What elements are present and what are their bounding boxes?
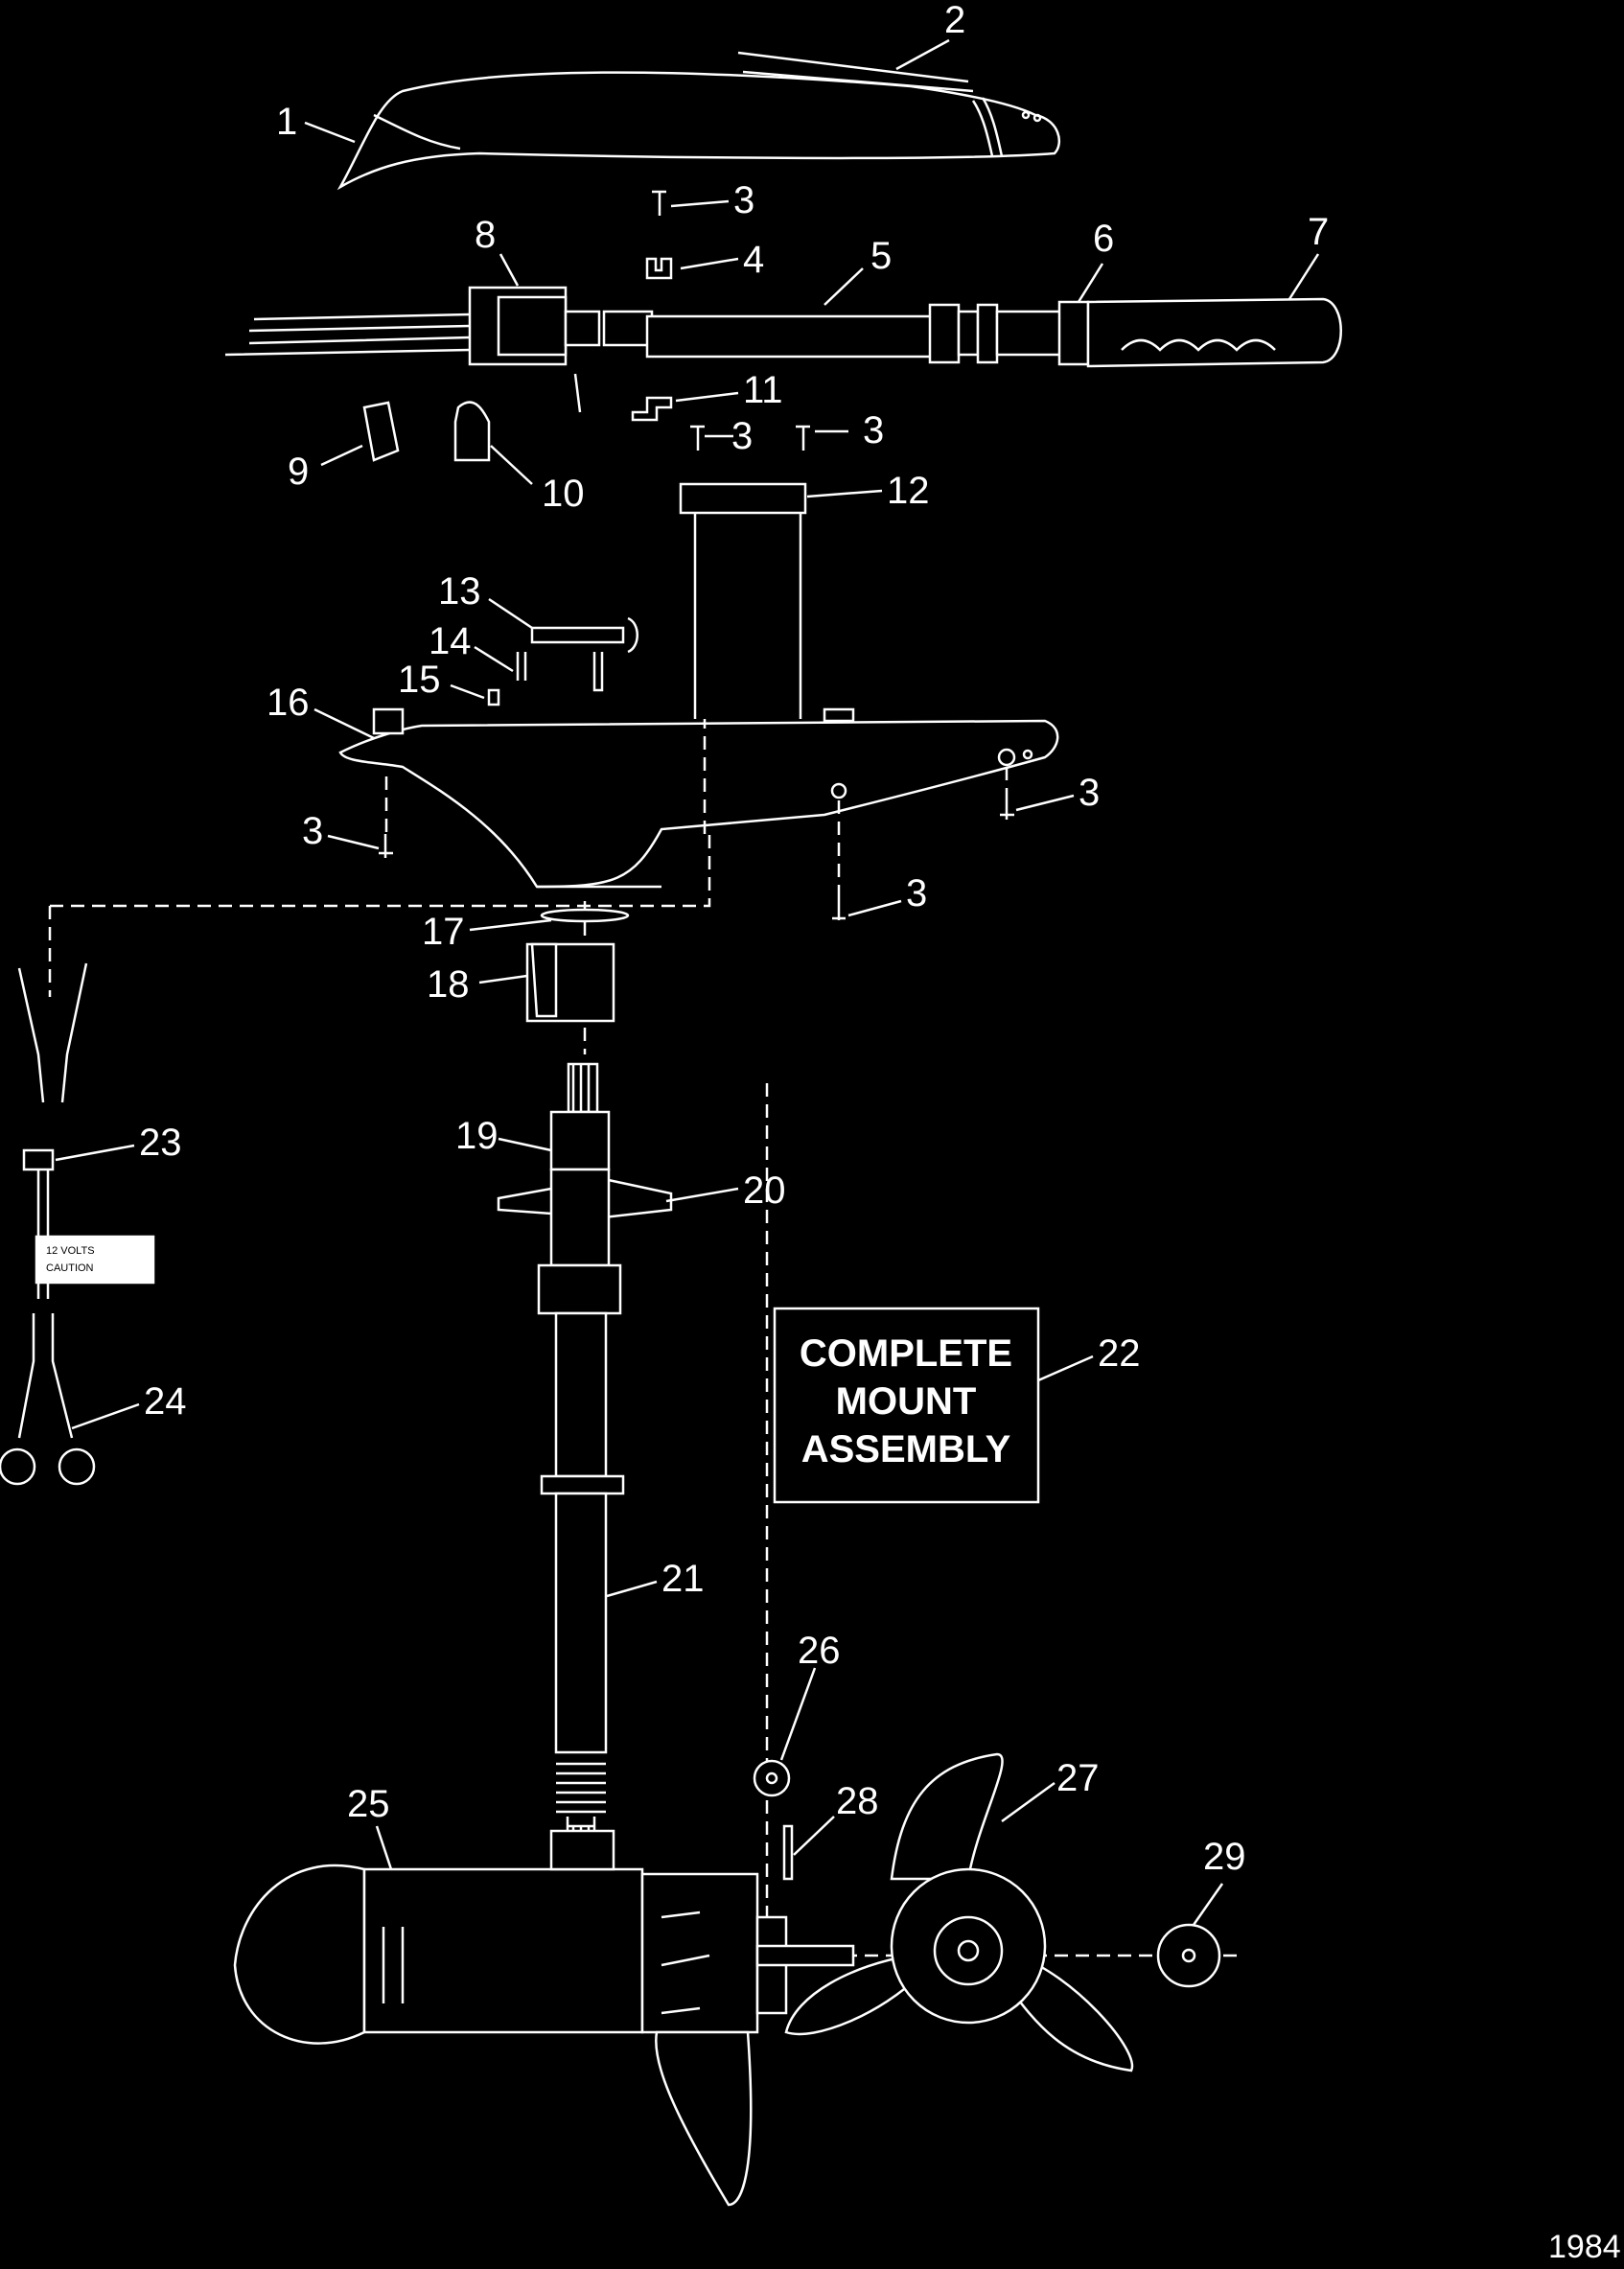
callout: 11 bbox=[743, 369, 783, 411]
callout: 22 bbox=[1098, 1332, 1141, 1375]
part-screw bbox=[796, 425, 810, 451]
part-coupling bbox=[525, 942, 615, 1023]
part-decal bbox=[737, 51, 974, 93]
cable-tag-line1: 12 VOLTS bbox=[46, 1245, 95, 1257]
callout: 12 bbox=[887, 470, 930, 512]
callout: 19 bbox=[455, 1115, 499, 1157]
callout: 4 bbox=[743, 239, 764, 281]
part-propeller bbox=[784, 1752, 1134, 2072]
callout: 28 bbox=[836, 1780, 879, 1822]
figure-number: 1984 bbox=[1548, 2229, 1621, 2265]
part-collar bbox=[679, 482, 807, 515]
complete-mount-assembly-box bbox=[773, 1307, 1040, 1504]
callout: 3 bbox=[906, 872, 927, 915]
callout: 5 bbox=[870, 235, 892, 277]
callout: 18 bbox=[427, 963, 470, 1006]
callout: 8 bbox=[475, 214, 496, 256]
part-switch bbox=[224, 286, 601, 413]
part-pin-set bbox=[487, 616, 638, 706]
box-label-line2: MOUNT bbox=[836, 1380, 977, 1423]
callout: 16 bbox=[267, 682, 310, 724]
callout: 3 bbox=[863, 409, 884, 451]
part-screw bbox=[690, 425, 705, 451]
callout: 15 bbox=[398, 659, 441, 701]
callout-labels: 1 2 3 4 5 6 7 8 9 10 11 3 3 12 13 14 15 … bbox=[139, 0, 1329, 1878]
callout: 13 bbox=[438, 570, 481, 613]
callout: 20 bbox=[743, 1169, 786, 1212]
callout: 3 bbox=[302, 810, 323, 852]
part-battery-cable: 12 VOLTS CAUTION bbox=[0, 962, 155, 1486]
callout: 23 bbox=[139, 1122, 182, 1164]
callout: 2 bbox=[944, 0, 965, 41]
part-washer bbox=[540, 908, 630, 923]
part-wire-connector bbox=[362, 401, 400, 462]
callout: 3 bbox=[733, 179, 754, 221]
part-end-washer bbox=[1156, 1923, 1221, 1988]
callout: 14 bbox=[429, 620, 472, 662]
part-bracket bbox=[631, 396, 673, 422]
part-top-cover bbox=[336, 71, 1061, 191]
part-shaft-assembly bbox=[497, 1062, 673, 1895]
callout: 27 bbox=[1056, 1757, 1100, 1799]
part-screw bbox=[1000, 796, 1014, 820]
callout: 10 bbox=[542, 473, 585, 515]
leader-lines bbox=[55, 38, 1320, 1926]
callout: 29 bbox=[1203, 1836, 1246, 1878]
callout: 25 bbox=[347, 1783, 390, 1825]
part-tiller-handle bbox=[602, 297, 1342, 368]
box-label-line1: COMPLETE bbox=[800, 1332, 1012, 1375]
part-screw bbox=[832, 896, 846, 920]
callout: 3 bbox=[1079, 772, 1100, 814]
callout: 26 bbox=[798, 1630, 841, 1672]
part-prop-shaft bbox=[755, 1944, 855, 1967]
callout: 17 bbox=[422, 911, 465, 953]
callout: 3 bbox=[731, 415, 753, 457]
callout: 21 bbox=[661, 1558, 705, 1600]
part-screw bbox=[379, 834, 393, 858]
part-motor bbox=[233, 1829, 788, 2207]
callout: 6 bbox=[1093, 218, 1114, 260]
part-drive-pin bbox=[782, 1824, 794, 1881]
callout: 7 bbox=[1308, 211, 1329, 253]
box-label-line3: ASSEMBLY bbox=[801, 1428, 1011, 1470]
callout: 1 bbox=[276, 101, 297, 143]
part-screw bbox=[652, 190, 666, 216]
part-clip bbox=[645, 257, 673, 280]
cable-tag-line2: CAUTION bbox=[46, 1262, 94, 1274]
callout: 9 bbox=[288, 451, 309, 493]
part-prop-nut bbox=[753, 1759, 791, 1797]
part-lower-housing bbox=[338, 707, 1059, 889]
part-wire-nut bbox=[453, 401, 491, 462]
callout: 24 bbox=[144, 1380, 187, 1423]
